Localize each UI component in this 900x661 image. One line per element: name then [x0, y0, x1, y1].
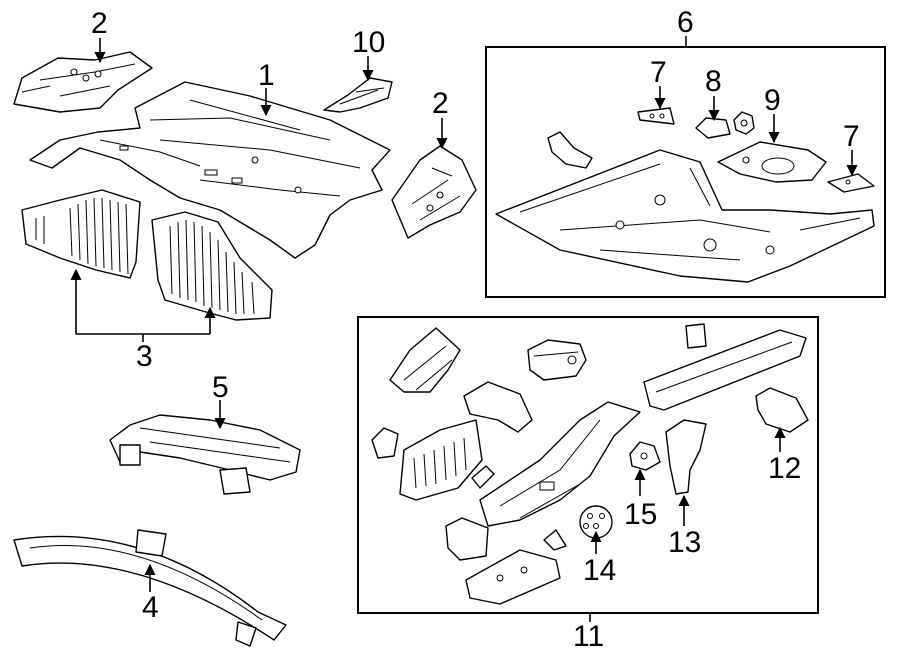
callout-2-left: 2 [91, 7, 108, 40]
part-3-left-panel[interactable] [21, 189, 141, 279]
callout-3: 3 [136, 340, 153, 373]
callout-13: 13 [668, 526, 701, 559]
part-11-module[interactable] [527, 339, 587, 381]
callout-2-right: 2 [432, 87, 449, 120]
part-15-clip[interactable] [629, 441, 661, 471]
callout-12: 12 [768, 452, 801, 485]
part-11-small-clip-top[interactable] [685, 323, 707, 349]
callout-9: 9 [764, 84, 781, 117]
part-4-curved-bar[interactable] [13, 529, 287, 647]
group-11-frame [357, 316, 819, 614]
part-14-washer[interactable] [579, 505, 613, 539]
part-11-floor-plate[interactable] [465, 549, 561, 605]
part-5-crossmember[interactable] [109, 414, 301, 495]
part-3-right-panel[interactable] [151, 211, 273, 321]
callout-11: 11 [573, 620, 604, 653]
part-12-bracket[interactable] [755, 387, 809, 433]
callout-5: 5 [212, 371, 229, 404]
part-7-right-plate[interactable] [827, 173, 875, 193]
part-1-rear-floor-pan[interactable] [29, 81, 391, 259]
part-8-clip[interactable] [695, 117, 731, 139]
part-6-floor-assembly[interactable] [495, 131, 875, 283]
part-11-small-clip[interactable] [543, 529, 567, 551]
part-11-tab[interactable] [471, 465, 495, 489]
callout-6: 6 [677, 6, 694, 39]
callout-7-left: 7 [650, 56, 667, 89]
part-11-wheelhouse[interactable] [479, 401, 641, 527]
part-11-perforated-panel[interactable] [399, 419, 483, 501]
part-8-nut[interactable] [733, 111, 755, 135]
part-11-upper-pillar[interactable] [389, 327, 461, 393]
part-2-right-bracket[interactable] [391, 145, 477, 239]
part-11-rail[interactable] [643, 329, 807, 411]
part-7-left-plate[interactable] [637, 107, 675, 125]
callout-4: 4 [142, 591, 159, 624]
part-11-channel[interactable] [463, 381, 533, 433]
callout-10: 10 [352, 26, 385, 59]
part-11-lower-bracket[interactable] [445, 517, 489, 561]
callout-15: 15 [624, 498, 657, 531]
part-13-extension[interactable] [665, 419, 707, 495]
callout-8: 8 [705, 65, 722, 98]
callout-14: 14 [583, 554, 616, 587]
part-9-bracket[interactable] [717, 141, 827, 183]
callout-7-right: 7 [843, 120, 860, 153]
part-11-small-bracket[interactable] [371, 427, 399, 459]
part-10-bracket[interactable] [323, 77, 393, 113]
part-2-left-bracket[interactable] [13, 51, 153, 113]
callout-1: 1 [258, 59, 275, 92]
